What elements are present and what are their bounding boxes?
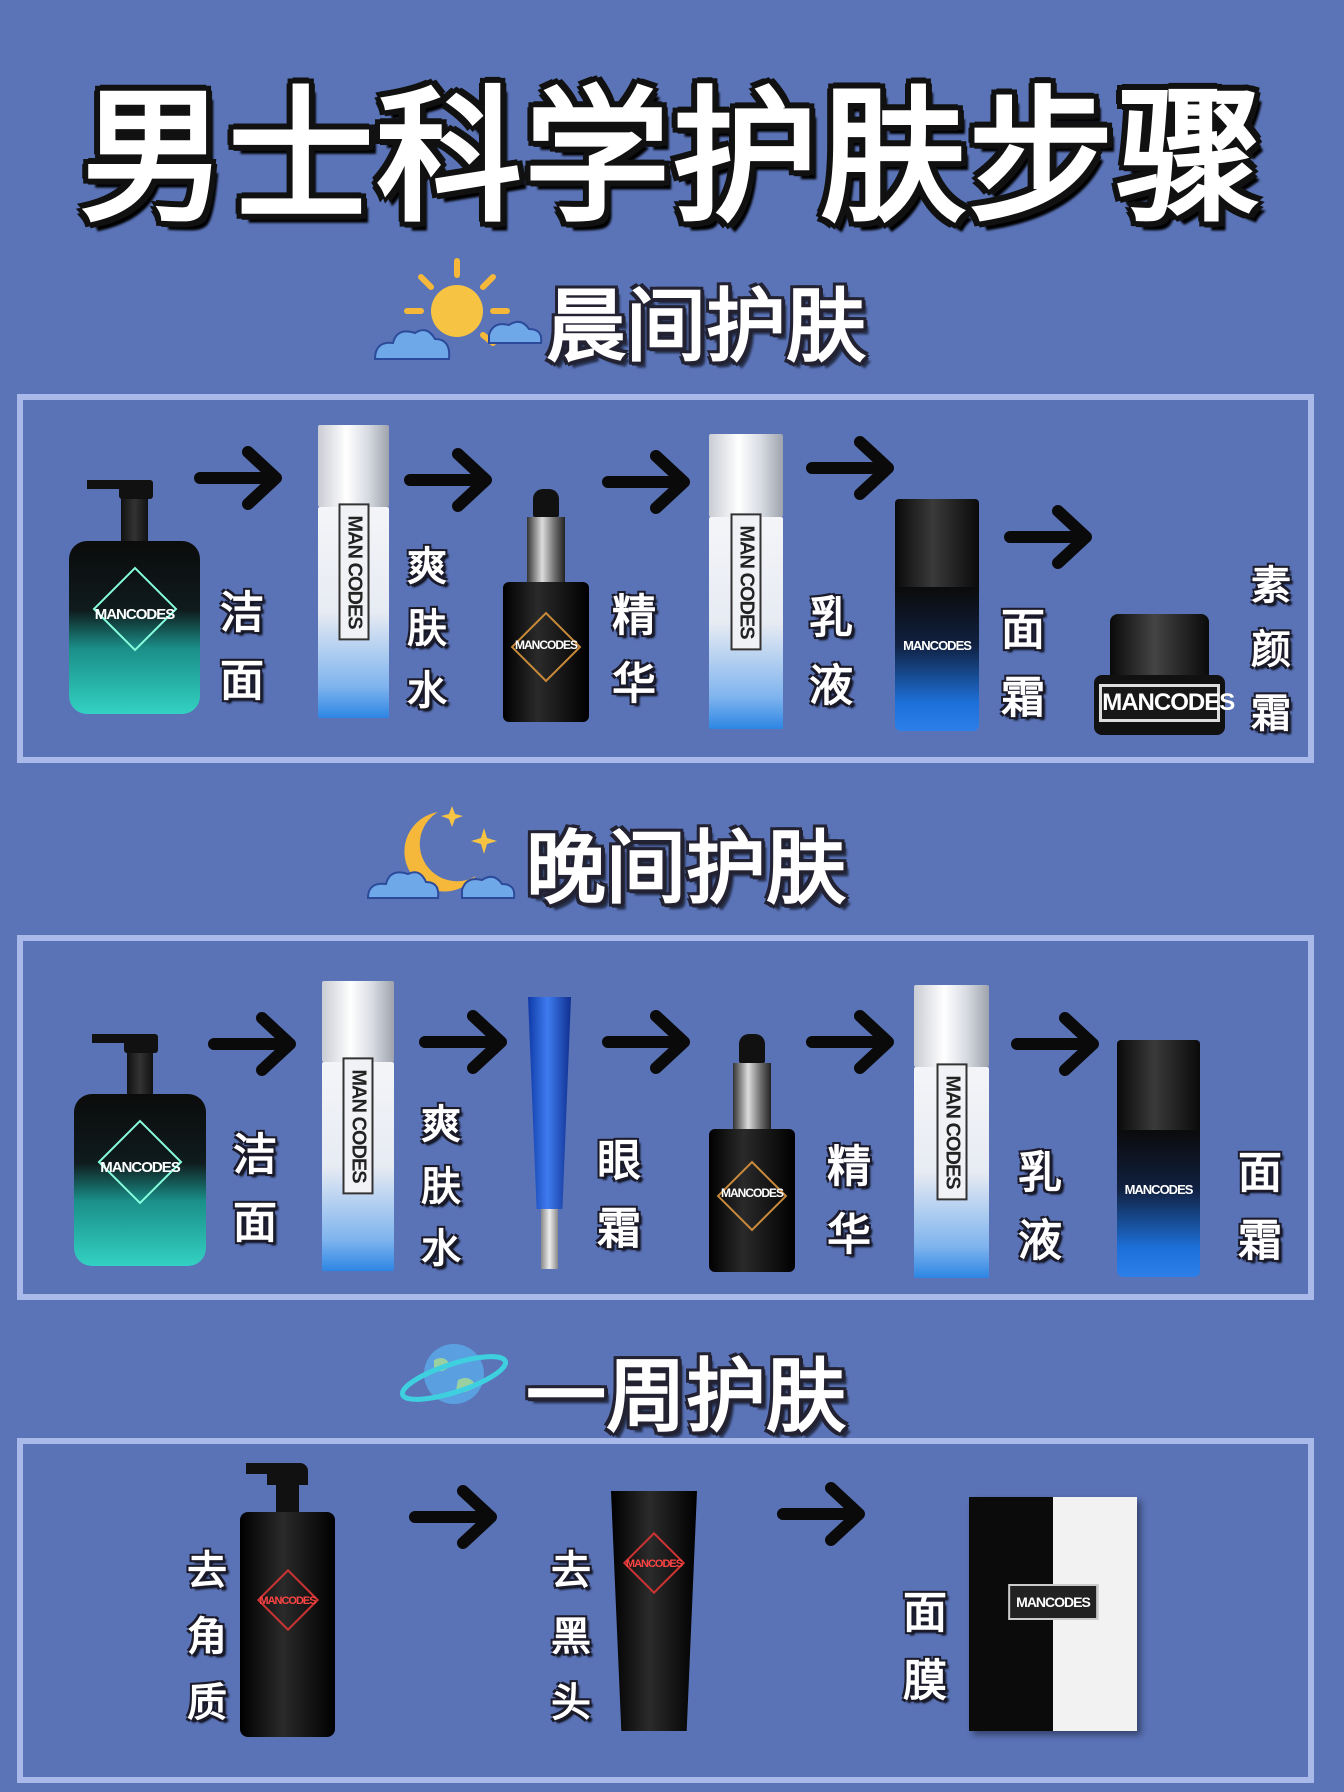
step-label: 去角质 (180, 1549, 226, 1747)
serum-product: MANCODES (503, 489, 589, 722)
product-brand: MANCODES (625, 1558, 683, 1571)
step-label: 精华 (604, 592, 655, 728)
arrow-right-icon (419, 1010, 509, 1074)
lotion-product: MAN CODES (914, 985, 989, 1278)
arrow-right-icon (1004, 505, 1094, 569)
arrow-right-icon (806, 1010, 896, 1074)
product-brand: MAN CODES (730, 512, 762, 651)
toner-product: MAN CODES (318, 425, 389, 718)
page-title: 男士科学护肤步骤 (80, 73, 1264, 243)
product-brand: MANCODES (94, 606, 176, 624)
step-label: 爽肤水 (414, 1103, 460, 1289)
arrow-right-icon (404, 448, 494, 512)
product-brand: MANCODES (903, 638, 972, 654)
step-label: 洁面 (225, 1131, 276, 1267)
planet-icon (398, 1334, 510, 1414)
face-cream-product: MANCODES (1117, 1040, 1200, 1277)
arrow-right-icon (1011, 1012, 1101, 1076)
step-label: 乳液 (1010, 1149, 1061, 1285)
product-brand: MANCODES (514, 638, 578, 653)
morning-heading: 晨间护肤 (546, 280, 866, 373)
step-label: 去黑头 (544, 1549, 590, 1747)
step-label: 乳液 (801, 594, 852, 730)
eye-cream-product (528, 997, 571, 1269)
cleanser-product: MANCODES (69, 480, 200, 714)
step-label: 爽肤水 (400, 545, 446, 731)
serum-product: MANCODES (709, 1034, 795, 1272)
step-label: 洁面 (212, 589, 263, 725)
arrow-right-icon (409, 1485, 499, 1549)
product-brand: MANCODES (1099, 684, 1235, 723)
cleanser-product: MANCODES (74, 1034, 206, 1266)
face-cream-product: MANCODES (895, 499, 979, 731)
tone-up-cream-jar-product: MANCODES (1094, 614, 1235, 735)
step-label: 面膜 (895, 1589, 946, 1725)
mask-box-product: MANCODES (969, 1497, 1137, 1731)
product-brand: MAN CODES (342, 1057, 374, 1195)
product-brand: MANCODES (720, 1186, 784, 1201)
step-label: 眼霜 (589, 1137, 640, 1273)
night-heading: 晚间护肤 (526, 822, 846, 915)
moon-star-icon (366, 798, 522, 904)
product-brand: MANCODES (1124, 1182, 1194, 1198)
product-brand: MAN CODES (936, 1062, 967, 1201)
product-brand: MAN CODES (338, 502, 369, 641)
arrow-right-icon (602, 450, 692, 514)
arrow-right-icon (806, 436, 896, 500)
product-brand: MANCODES (259, 1594, 316, 1607)
product-brand: MANCODES (1008, 1584, 1098, 1621)
exfoliator-product: MANCODES (240, 1463, 335, 1737)
night-routine-box (17, 935, 1314, 1300)
blackhead-tube-product: MANCODES (611, 1491, 697, 1731)
arrow-right-icon (194, 446, 284, 510)
arrow-right-icon (208, 1012, 298, 1076)
arrow-right-icon (602, 1010, 692, 1074)
step-label: 素颜霜 (1244, 564, 1290, 756)
toner-product: MAN CODES (322, 981, 394, 1271)
step-label: 面霜 (993, 606, 1044, 742)
arrow-right-icon (777, 1482, 867, 1546)
weekly-heading: 一周护肤 (526, 1350, 846, 1443)
sun-cloud-icon (371, 255, 543, 365)
step-label: 精华 (819, 1143, 870, 1279)
lotion-product: MAN CODES (709, 434, 783, 729)
step-label: 面霜 (1230, 1149, 1281, 1285)
product-brand: MANCODES (100, 1159, 181, 1177)
